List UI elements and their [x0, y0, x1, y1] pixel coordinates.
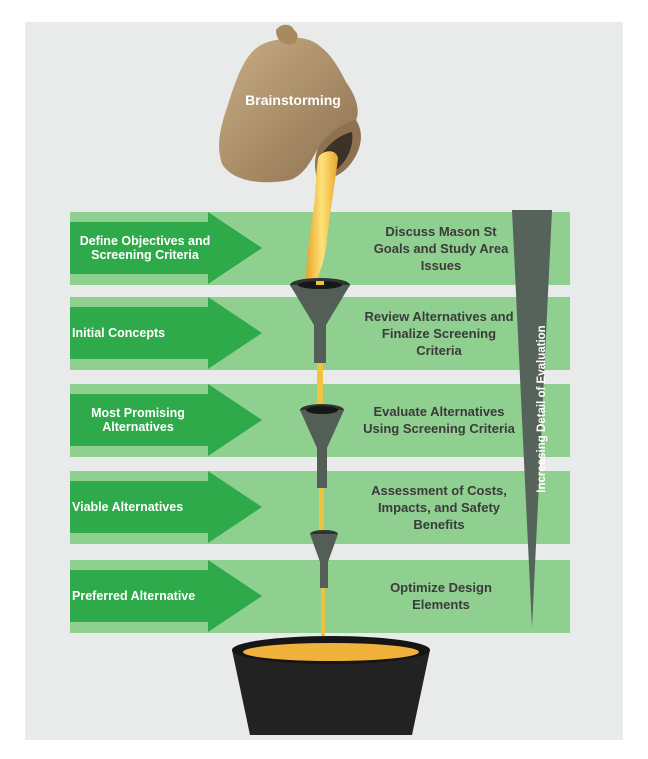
- funnel-3: [310, 530, 338, 588]
- activity-text-5: Optimize Design Elements: [390, 580, 492, 612]
- side-axis-label: Increasing Detail of Evaluation: [536, 325, 548, 493]
- funnels: [290, 278, 350, 588]
- stage-arrow-1: [70, 212, 262, 284]
- stage-arrows: [70, 212, 262, 632]
- stage-arrow-2: [70, 297, 262, 369]
- stage-label-3: Most Promising Alternatives: [91, 406, 185, 434]
- detail-triangle: [512, 210, 552, 628]
- bag-label: Brainstorming: [245, 92, 341, 108]
- collecting-pot: [232, 636, 430, 735]
- activity-text-3: Evaluate Alternatives Using Screening Cr…: [363, 404, 515, 436]
- funnel-2: [300, 404, 344, 488]
- stage-label-4: Viable Alternatives: [72, 500, 184, 514]
- stage-label-5: Preferred Alternative: [72, 589, 196, 603]
- stage-arrow-4: [70, 471, 262, 543]
- stage-arrow-3: [70, 384, 262, 456]
- activity-text-1: Discuss Mason St Goals and Study Area Is…: [373, 223, 509, 273]
- stage-arrow-5: [70, 560, 262, 632]
- activity-text-2: Review Alternatives and Finalize Screeni…: [364, 308, 514, 358]
- activity-text-4: Assessment of Costs, Impacts, and Safety…: [371, 482, 507, 532]
- stage-label-1: Define Objectives and Screening Criteria: [79, 234, 211, 262]
- stage-label-2: Initial Concepts: [72, 326, 166, 340]
- funnel-1: [290, 278, 350, 363]
